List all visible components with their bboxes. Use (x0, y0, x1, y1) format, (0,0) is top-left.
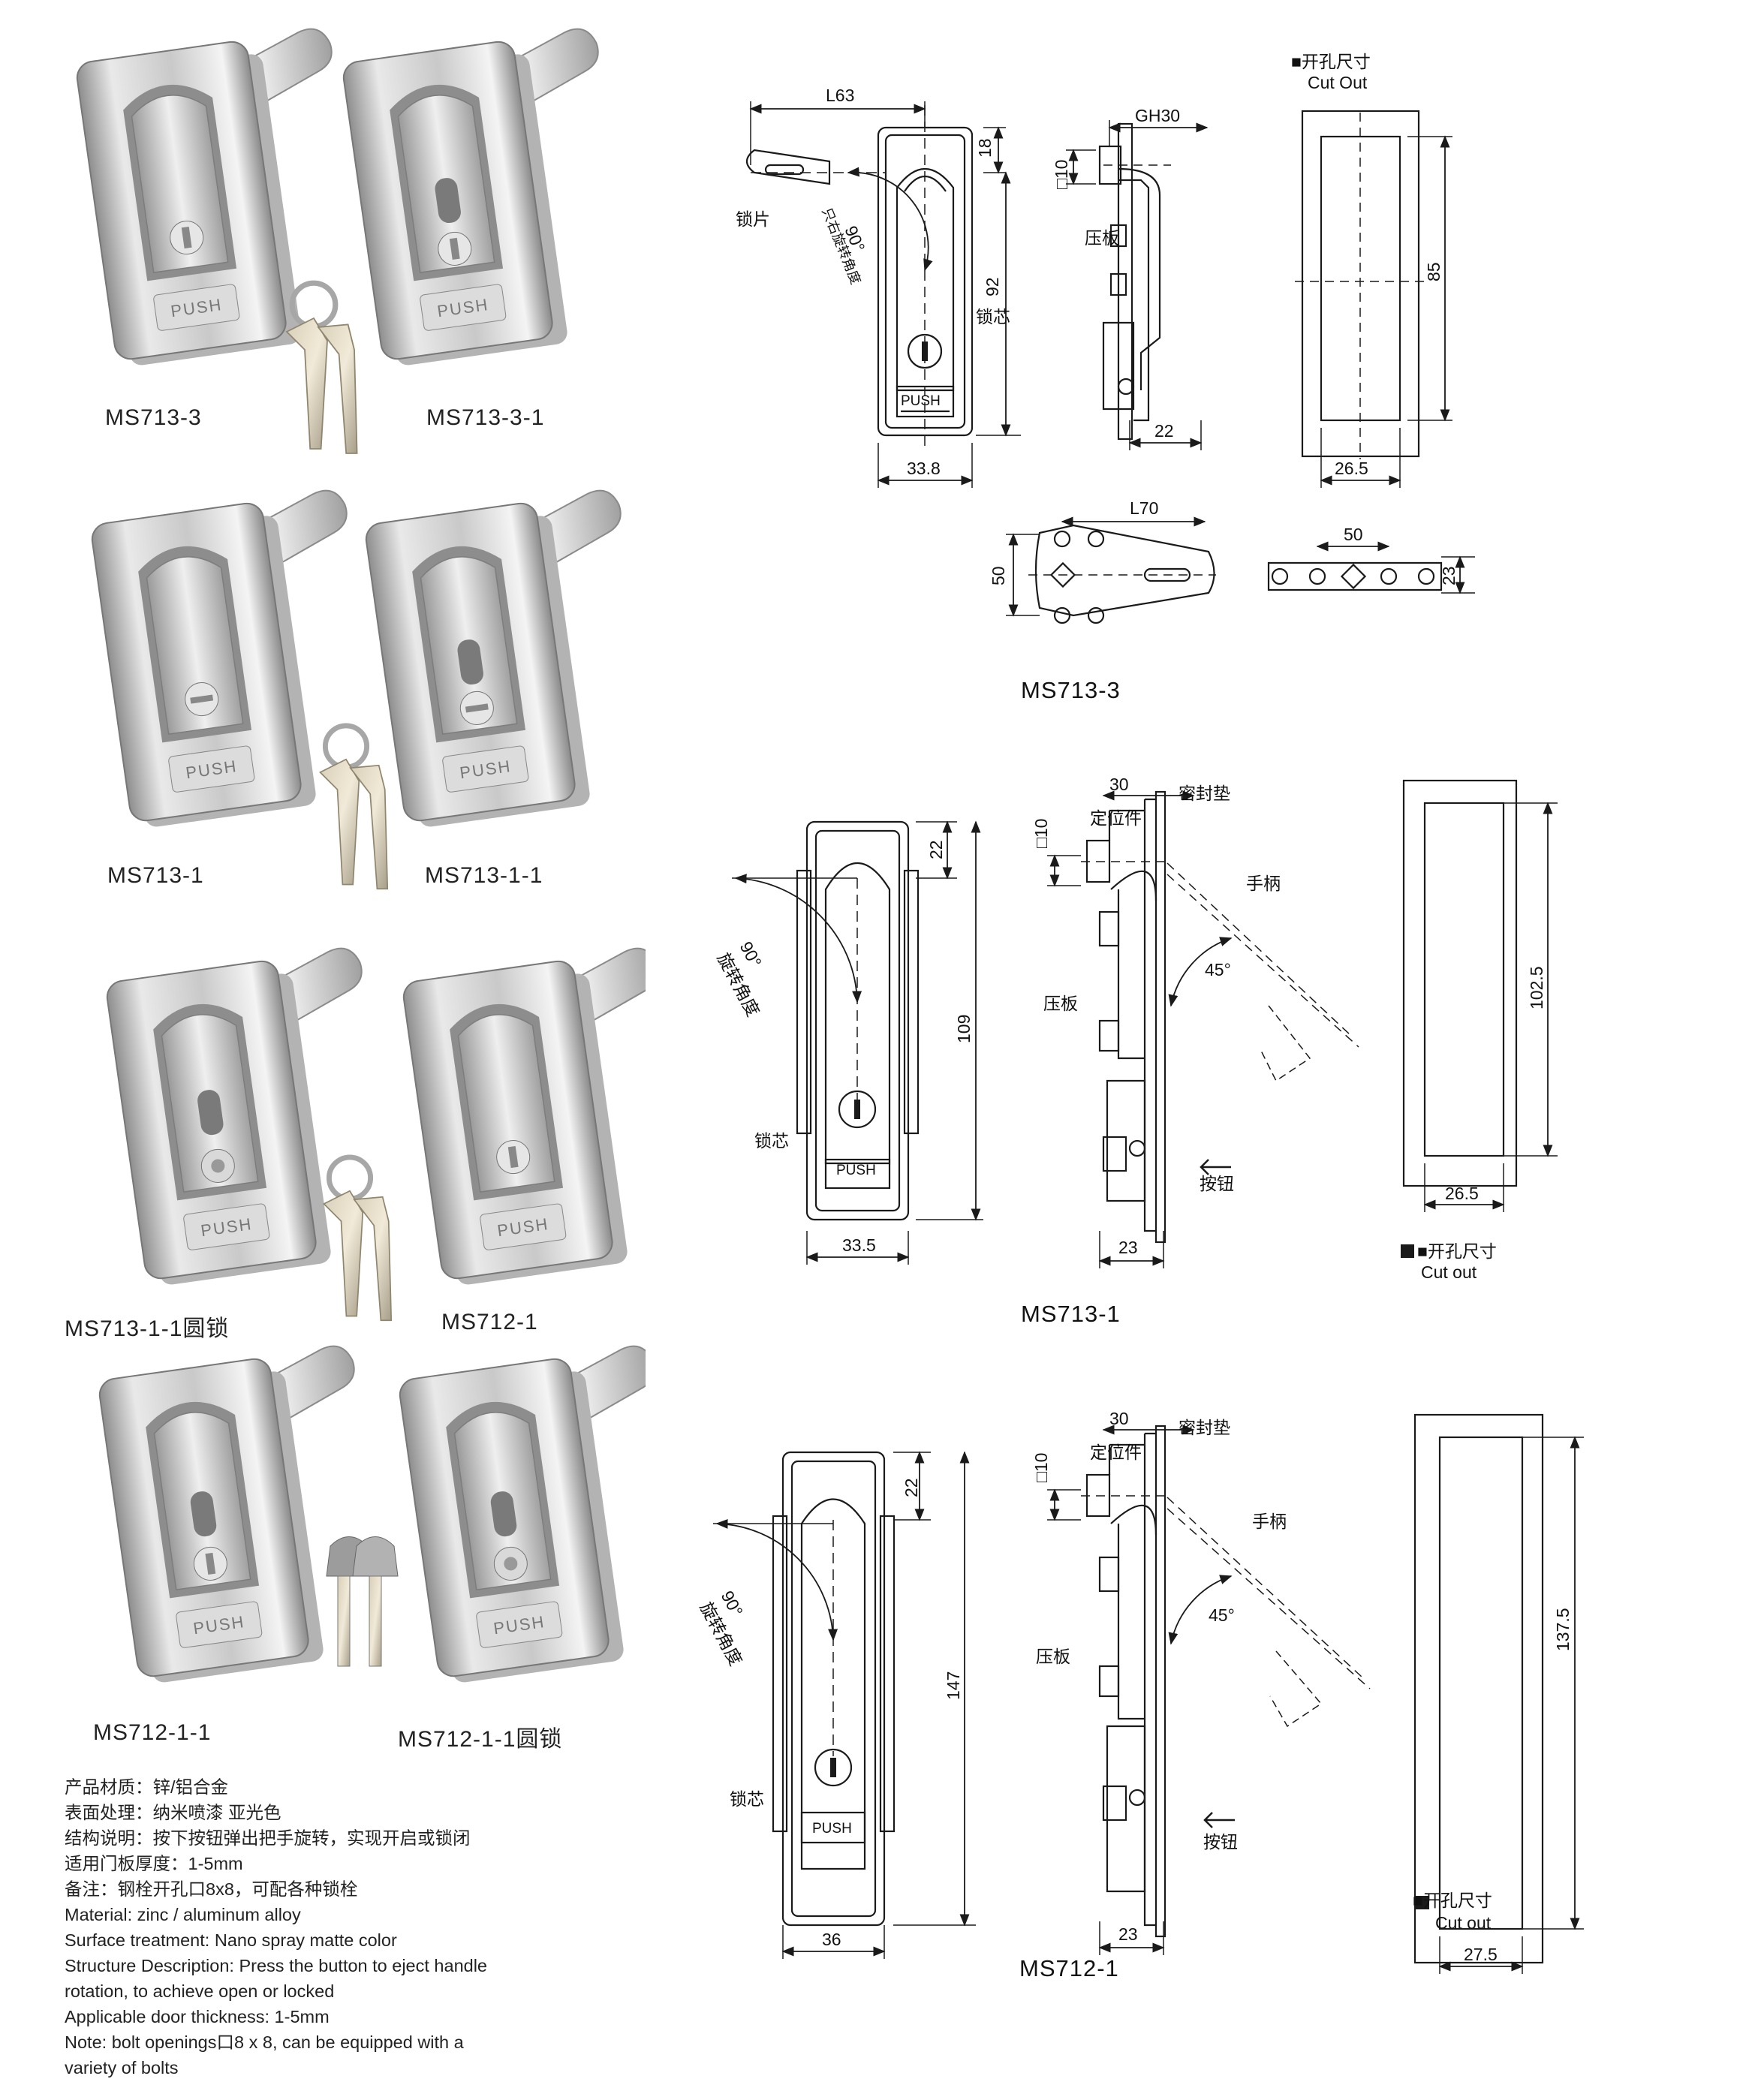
photo-ms712-1-1 (96, 1343, 395, 1687)
technical-drawings: L63 锁片 90° 只右旋转角度 18 92 锁芯 33.8 GH30 □10… (697, 52, 1584, 1974)
label-ms712-1-1: MS712-1-1 (93, 1720, 212, 1745)
spec-en-material: Material: zinc / aluminum alloy (65, 1905, 301, 1924)
d2-w23: 23 (1118, 1238, 1138, 1257)
d2-h22: 22 (926, 840, 946, 859)
d1-push: PUSH (901, 393, 941, 409)
d1-w33-8: 33.8 (907, 459, 941, 478)
d3-sq10: □10 (1031, 1453, 1051, 1482)
d1-h18: 18 (975, 138, 995, 158)
photo-ms713-1 (89, 487, 387, 832)
label-ms713-3-1: MS713-3-1 (426, 405, 545, 430)
d3-handle: 手柄 (1252, 1512, 1287, 1531)
d1-cutout-en: Cut Out (1308, 73, 1368, 92)
d3-cutout-zh: ■开孔尺寸 (1413, 1891, 1492, 1910)
d1-w50: 50 (1344, 525, 1363, 544)
d3-h137-5: 137.5 (1553, 1608, 1573, 1651)
diagram-ms712-1 (713, 1413, 1584, 1974)
d2-cutout-zh: ■开孔尺寸 (1417, 1241, 1497, 1261)
d2-push: PUSH (836, 1163, 876, 1178)
photo-keys-2 (321, 726, 388, 889)
photo-keys-4 (326, 1536, 399, 1667)
d1-L70: L70 (1130, 498, 1158, 518)
specifications: 产品材质：锌/铝合金 表面处理：纳米喷漆 亚光色 结构说明：按下按钮弹出把手旋转… (65, 1774, 605, 2080)
photo-ms713-3-1 (340, 26, 639, 370)
d3-w30: 30 (1109, 1409, 1129, 1428)
diagram-caption-ms713-1: MS713-1 (1021, 1301, 1121, 1327)
d2-lock-core: 锁芯 (754, 1131, 789, 1151)
label-ms712-1: MS712-1 (441, 1310, 538, 1334)
d2-cutout-en: Cut out (1421, 1262, 1477, 1282)
d3-push: PUSH (812, 1821, 852, 1837)
d1-h85: 85 (1424, 262, 1443, 281)
diagram-caption-ms713-3: MS713-3 (1021, 677, 1121, 703)
spec-zh-material: 产品材质：锌/铝合金 (65, 1777, 229, 1797)
product-photos: PUSH (74, 26, 646, 1687)
spec-zh-surface: 表面处理：纳米喷漆 亚光色 (65, 1803, 281, 1822)
d3-w36: 36 (822, 1930, 841, 1949)
spec-en-thickness: Applicable door thickness: 1-5mm (65, 2007, 330, 2026)
d1-w22: 22 (1154, 421, 1174, 441)
photo-ms713-3 (74, 26, 372, 370)
spec-en-note-2: variety of bolts (65, 2058, 179, 2077)
d2-deg45: 45° (1205, 960, 1231, 979)
d1-lock-tab: 锁片 (736, 209, 770, 229)
photo-ms713-1-1 (363, 487, 646, 832)
d3-w23: 23 (1118, 1924, 1138, 1944)
d3-h147: 147 (944, 1671, 963, 1700)
d2-seal: 密封垫 (1179, 784, 1230, 803)
d2-press-plate: 压板 (1043, 994, 1078, 1013)
d2-sq10: □10 (1031, 819, 1051, 848)
d3-button: 按钮 (1203, 1832, 1238, 1852)
spec-en-structure-2: rotation, to achieve open or locked (65, 1981, 335, 2001)
d1-press-plate: 压板 (1085, 228, 1119, 248)
photo-ms713-1-1-round (104, 945, 402, 1289)
d3-cutout-en: Cut out (1435, 1913, 1492, 1933)
diagram-ms713-1 (732, 779, 1558, 1268)
d1-sq10: □10 (1052, 160, 1071, 189)
d2-w33-5: 33.5 (842, 1235, 876, 1255)
d3-h22: 22 (902, 1478, 921, 1497)
spec-en-surface: Surface treatment: Nano spray matte colo… (65, 1930, 397, 1950)
d1-L63: L63 (826, 86, 854, 105)
d2-handle: 手柄 (1246, 874, 1281, 893)
d1-h23: 23 (1439, 566, 1458, 585)
d1-lock-core: 锁芯 (976, 307, 1010, 326)
label-ms712-1-1-round: MS712-1-1圆锁 (398, 1727, 563, 1752)
spec-en-structure-1: Structure Description: Press the button … (65, 1956, 488, 1975)
photo-ms712-1 (400, 945, 646, 1289)
photo-keys-3 (324, 1157, 392, 1320)
diagram-ms713-3 (745, 101, 1475, 624)
d2-deg90: 90° (736, 938, 766, 970)
d3-deg45: 45° (1209, 1605, 1235, 1625)
photo-ms712-1-1-round (396, 1343, 646, 1687)
d3-lock-core: 锁芯 (730, 1789, 764, 1809)
d2-h102-5: 102.5 (1527, 966, 1546, 1009)
d1-cutout-zh: ■开孔尺寸 (1291, 52, 1371, 71)
label-ms713-1-1-round: MS713-1-1圆锁 (65, 1316, 230, 1341)
label-ms713-3: MS713-3 (105, 405, 202, 430)
label-ms713-1-1: MS713-1-1 (425, 863, 543, 888)
d2-button: 按钮 (1200, 1174, 1234, 1193)
d3-seal: 密封垫 (1179, 1418, 1230, 1437)
d3-locator: 定位件 (1090, 1443, 1142, 1462)
d2-h109: 109 (954, 1015, 974, 1043)
spec-zh-structure: 结构说明：按下按钮弹出把手旋转，实现开启或锁闭 (65, 1828, 471, 1848)
spec-zh-note: 备注：钢栓开孔口8x8，可配各种锁栓 (65, 1879, 358, 1899)
d2-w26-5: 26.5 (1445, 1184, 1479, 1203)
d1-w26-5: 26.5 (1335, 459, 1368, 478)
label-ms713-1: MS713-1 (107, 863, 204, 888)
diagram-caption-ms712-1: MS712-1 (1019, 1955, 1119, 1981)
spec-en-note-1: Note: bolt openings口8 x 8, can be equipp… (65, 2032, 464, 2052)
spec-zh-thickness: 适用门板厚度：1-5mm (65, 1854, 243, 1873)
d1-gh30: GH30 (1135, 106, 1180, 125)
d3-press-plate: 压板 (1036, 1647, 1070, 1666)
d1-h50: 50 (989, 566, 1008, 585)
d3-w27-5: 27.5 (1464, 1945, 1498, 1964)
d2-w30: 30 (1109, 775, 1129, 794)
d1-h92: 92 (983, 277, 1002, 296)
d2-locator: 定位件 (1090, 808, 1142, 828)
